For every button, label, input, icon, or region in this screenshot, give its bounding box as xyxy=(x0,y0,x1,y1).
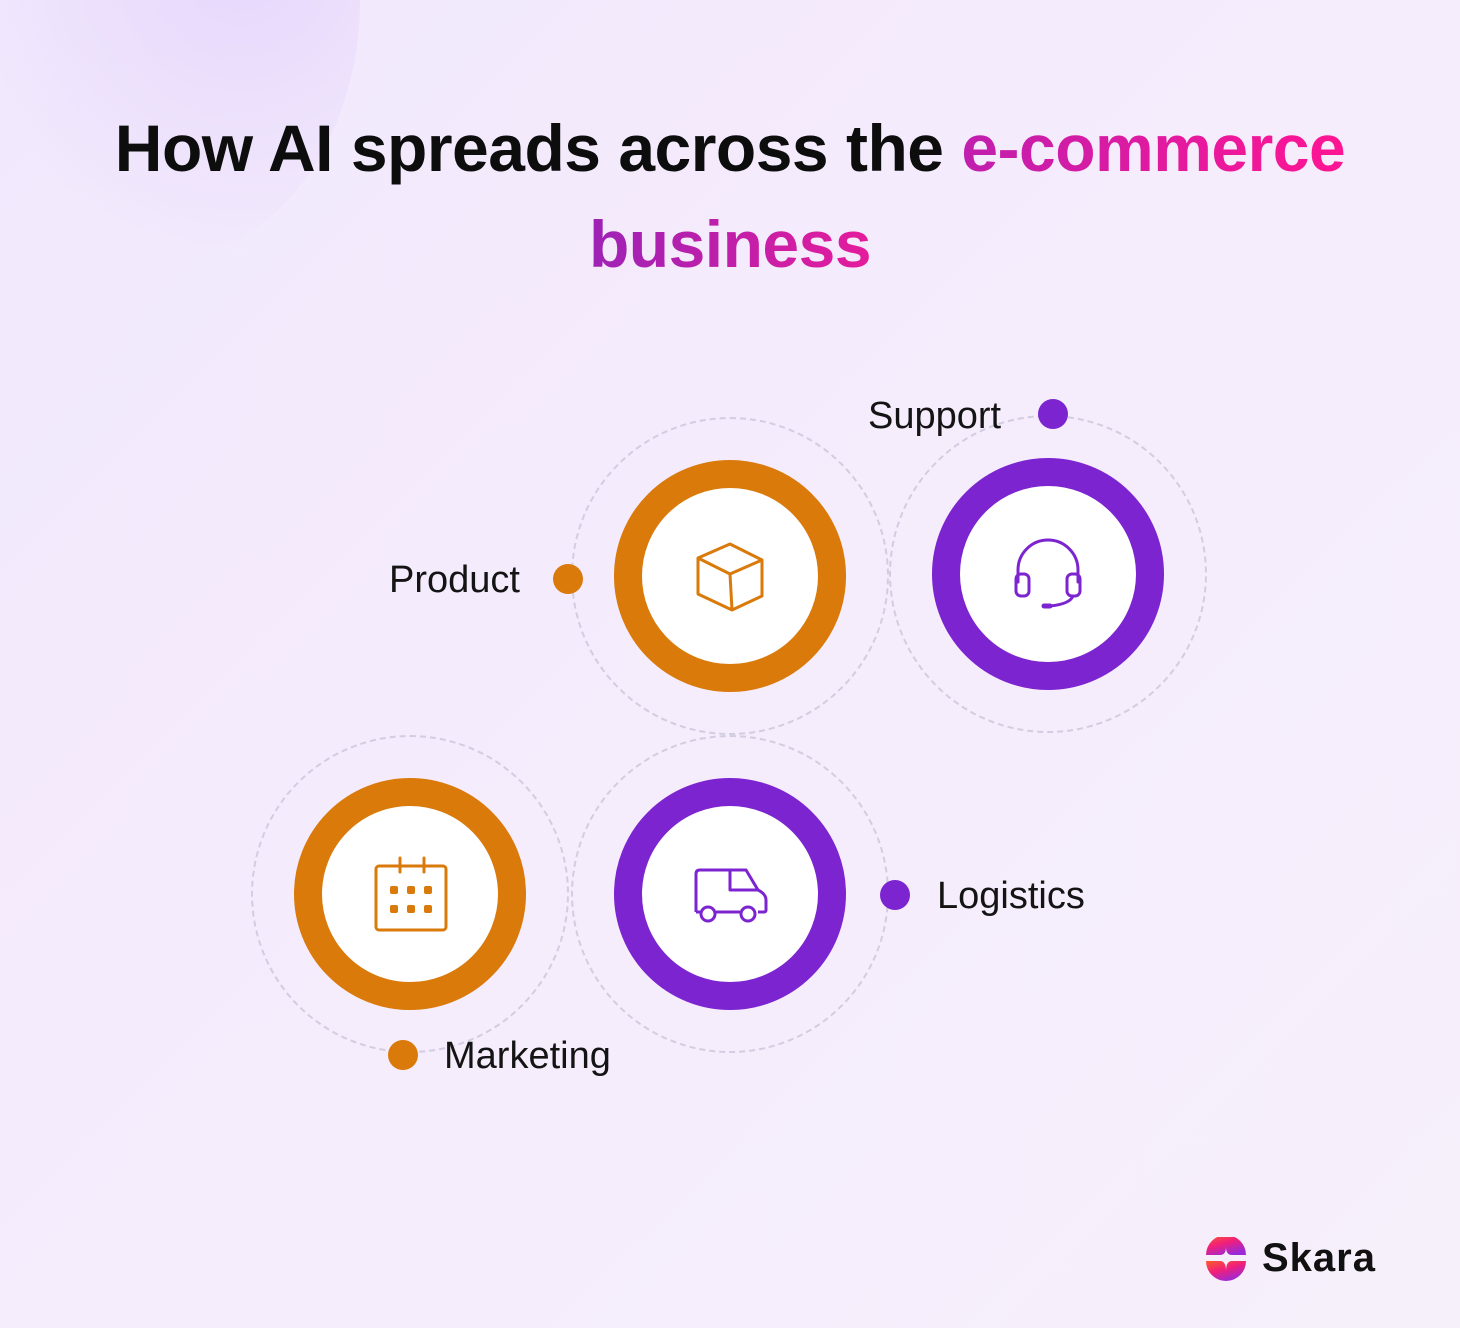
label-product: Product xyxy=(389,559,520,601)
dot-support xyxy=(1038,399,1068,429)
title-highlight-business: business xyxy=(588,207,872,281)
dot-logistics xyxy=(880,880,910,910)
delivery-van-icon xyxy=(694,868,768,923)
label-support: Support xyxy=(868,395,1002,437)
dot-product xyxy=(553,564,583,594)
node-logistics xyxy=(614,778,846,1010)
label-logistics: Logistics xyxy=(937,875,1085,917)
headset-icon xyxy=(1014,538,1082,609)
title-highlight-ecommerce: e-commerce xyxy=(961,111,1346,185)
skara-logo-icon xyxy=(1206,1236,1246,1281)
node-support xyxy=(932,458,1164,690)
node-product xyxy=(614,460,846,692)
page-title: How AI spreads across the e-commerce bus… xyxy=(0,100,1460,292)
brand-logo: Skara xyxy=(1202,1236,1376,1281)
dot-marketing xyxy=(388,1040,418,1070)
node-marketing xyxy=(294,778,526,1010)
brand-name: Skara xyxy=(1262,1236,1376,1280)
label-marketing: Marketing xyxy=(444,1035,611,1077)
title-text: How AI spreads across the xyxy=(114,111,962,185)
box-icon xyxy=(696,542,764,612)
calendar-icon xyxy=(374,856,448,932)
